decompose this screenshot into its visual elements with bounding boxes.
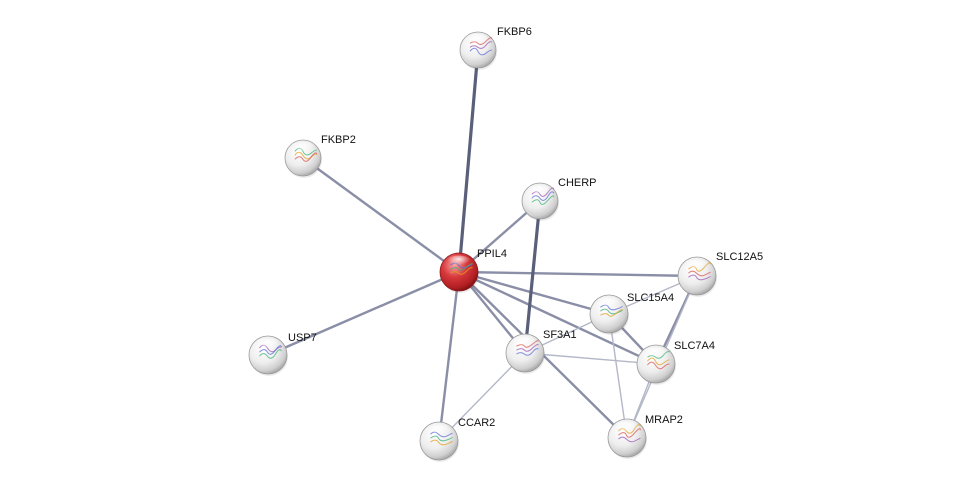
node-slc12a5[interactable]: SLC12A5 [677,251,763,297]
node-label-ccar2: CCAR2 [458,417,495,429]
node-highlight [597,297,621,310]
node-label-fkbp6: FKBP6 [497,26,532,38]
node-slc7a4[interactable]: SLC7A4 [636,340,715,385]
node-mrap2[interactable]: MRAP2 [607,414,683,459]
node-fkbp2[interactable]: FKBP2 [284,134,356,178]
node-label-slc12a5: SLC12A5 [716,251,763,263]
node-label-slc15a4: SLC15A4 [627,292,674,304]
node-label-sf3a1: SF3A1 [543,329,577,341]
edge-sf3a1-ccar2[interactable] [438,352,526,442]
edge-ppil4-usp7[interactable] [266,270,461,357]
node-label-ppil4: PPIL4 [477,248,507,260]
node-sf3a1[interactable]: SF3A1 [505,329,577,374]
node-label-slc7a4: SLC7A4 [674,340,715,352]
node-label-fkbp2: FKBP2 [321,134,356,146]
node-ccar2[interactable]: CCAR2 [419,417,495,462]
node-highlight [291,142,315,154]
node-label-mrap2: MRAP2 [645,414,683,426]
node-slc15a4[interactable]: SLC15A4 [589,292,674,335]
node-ppil4[interactable]: PPIL4 [439,248,507,293]
edge-ppil4-ccar2[interactable] [437,270,461,443]
node-highlight [644,347,668,360]
node-highlight [256,338,280,351]
node-label-usp7: USP7 [288,332,317,344]
node-highlight [615,421,639,434]
node-highlight [447,255,471,268]
edge-ppil4-slc15a4[interactable] [457,270,611,316]
edge-cherp-sf3a1[interactable] [523,199,542,355]
node-highlight [427,424,451,437]
node-highlight [528,185,552,197]
edge-ppil4-slc12a5[interactable] [457,270,699,278]
edge-sf3a1-slc7a4[interactable] [524,352,657,365]
node-label-cherp: CHERP [558,177,597,189]
node-cherp[interactable]: CHERP [521,177,597,221]
node-highlight [513,336,537,349]
edge-ppil4-fkbp6[interactable] [457,48,480,274]
node-highlight [685,259,709,272]
node-fkbp6[interactable]: FKBP6 [459,26,532,70]
node-highlight [466,34,490,46]
node-usp7[interactable]: USP7 [248,332,317,376]
edge-ppil4-fkbp2[interactable] [301,156,461,274]
edge-slc15a4-mrap2[interactable] [608,313,628,439]
edges-layer [266,48,699,443]
edge-ppil4-slc7a4[interactable] [457,270,658,366]
